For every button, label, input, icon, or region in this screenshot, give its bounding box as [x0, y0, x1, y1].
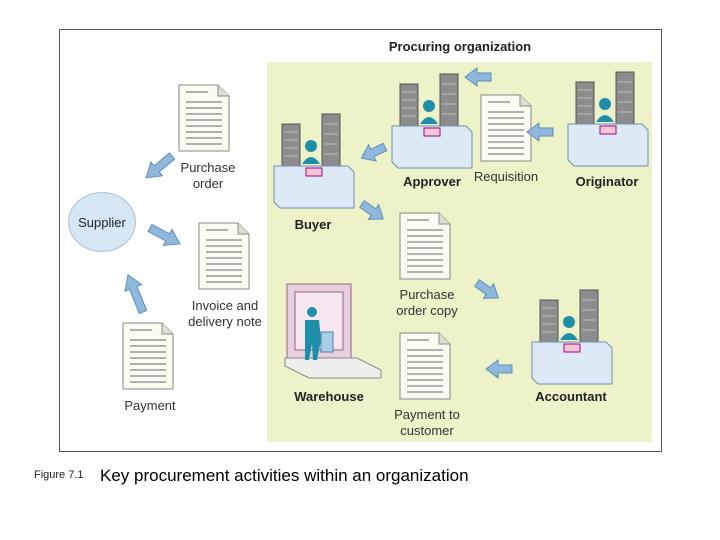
panel-title: Procuring organization	[388, 39, 532, 54]
arrow-buyer-to-purchase-order-copy	[359, 200, 384, 220]
payment-to-customer-document-icon	[399, 332, 451, 400]
purchase-order-label-1: Purchase	[180, 160, 236, 175]
warehouse-icon	[284, 283, 382, 379]
approver-workstation-icon	[391, 73, 473, 169]
supplier-label: Supplier	[78, 214, 126, 230]
payment-to-customer-label-1: Payment to	[394, 407, 460, 422]
payment-document-icon	[122, 322, 174, 390]
invoice-document-icon	[198, 222, 250, 290]
purchase-order-copy-document-icon	[399, 212, 451, 280]
figure-caption: Key procurement activities within an org…	[100, 466, 469, 485]
warehouse-label: Warehouse	[294, 389, 364, 404]
arrow-originator-to-requisition	[526, 122, 554, 142]
arrow-payment-to-supplier	[124, 274, 148, 315]
requisition-document-icon	[480, 94, 532, 162]
purchase-order-document-icon	[178, 84, 230, 152]
originator-workstation-icon	[567, 71, 649, 167]
accountant-label: Accountant	[535, 389, 607, 404]
approver-label: Approver	[403, 174, 461, 189]
payment-label: Payment	[124, 398, 176, 413]
buyer-workstation-icon	[273, 113, 355, 209]
arrow-requisition-to-approver	[464, 67, 492, 87]
purchase-order-copy-label-1: Purchase	[399, 287, 455, 302]
invoice-label-1: Invoice and	[191, 298, 259, 313]
accountant-workstation-icon	[531, 289, 613, 385]
supplier-node: Supplier	[68, 192, 136, 252]
buyer-label: Buyer	[294, 217, 332, 232]
requisition-label: Requisition	[473, 169, 539, 184]
invoice-label-2: delivery note	[188, 314, 262, 329]
arrow-purchase-order-to-supplier	[145, 152, 176, 179]
purchase-order-copy-label-2: order copy	[396, 303, 458, 318]
originator-label: Originator	[575, 174, 639, 189]
figure-label: Figure 7.1	[34, 469, 84, 481]
purchase-order-label-2: order	[192, 176, 224, 191]
arrow-purchase-order-copy-to-accountant	[474, 279, 499, 299]
arrow-accountant-to-payment-to-customer	[485, 359, 513, 379]
arrow-supplier-to-invoice	[147, 223, 181, 246]
arrow-approver-to-buyer	[360, 142, 388, 162]
payment-to-customer-label-2: customer	[400, 423, 454, 438]
